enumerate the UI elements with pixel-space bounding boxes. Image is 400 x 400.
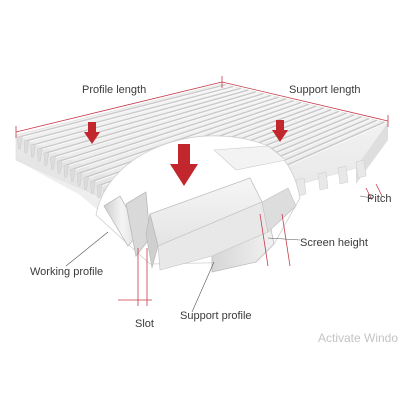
grate-bar-highlight — [54, 93, 266, 159]
grate-bar-tooth — [63, 164, 70, 178]
grate-bar-tooth — [30, 143, 36, 158]
grate-bar-highlight — [67, 97, 281, 167]
support-length-label: Support length — [289, 84, 361, 96]
grate-bar — [45, 91, 257, 154]
grate-bar-highlight — [27, 86, 236, 143]
grate-bar-tooth — [56, 160, 63, 174]
grate-bar-tooth — [43, 151, 50, 166]
grate-bar-tooth — [76, 172, 83, 186]
support-profile-label: Support profile — [180, 310, 252, 322]
leader-lines — [65, 195, 373, 313]
pitch-label: Pitch — [367, 193, 392, 205]
magnified-detail — [95, 135, 301, 273]
grate-bar-tooth — [96, 184, 103, 198]
grate-bar-highlight — [74, 99, 289, 171]
flow-arrow — [272, 120, 288, 142]
flow-arrow-large — [170, 144, 198, 186]
grate-bar-highlight — [80, 100, 296, 175]
dimension-lines — [15, 76, 389, 306]
screen-height-label: Screen height — [300, 237, 368, 249]
grate-bar-tooth — [23, 139, 30, 154]
slot-label: Slot — [135, 318, 154, 330]
profile-length-label: Profile length — [82, 84, 147, 96]
flow-arrow — [84, 122, 100, 144]
grate-bar — [65, 96, 279, 167]
grate-bar — [52, 92, 264, 159]
grate-bar — [19, 84, 226, 138]
grate-bar — [25, 85, 234, 142]
support-feet — [295, 159, 367, 197]
grate-bar-highlight — [60, 95, 274, 163]
grate-bar-highlight — [41, 90, 251, 151]
grate-bar-highlight — [34, 88, 243, 147]
grate-bar — [58, 94, 272, 163]
grate-bar-tooth — [90, 180, 96, 194]
grate-bar-tooth — [70, 168, 76, 182]
grate-bar-tooth — [37, 147, 43, 162]
grate-bar-tooth — [17, 135, 23, 150]
grate-bar-highlight — [47, 91, 259, 155]
grate-bar — [72, 98, 287, 171]
grate-bar — [32, 87, 242, 146]
grate-bar-tooth — [50, 155, 56, 170]
grate-bar — [39, 89, 249, 150]
working-profile-label: Working profile — [30, 266, 104, 278]
grate-bar-highlight — [21, 84, 228, 139]
grate-bar-tooth — [83, 176, 89, 190]
activate-windows-watermark: Activate Windo — [318, 331, 399, 345]
grate-bar — [78, 100, 294, 175]
